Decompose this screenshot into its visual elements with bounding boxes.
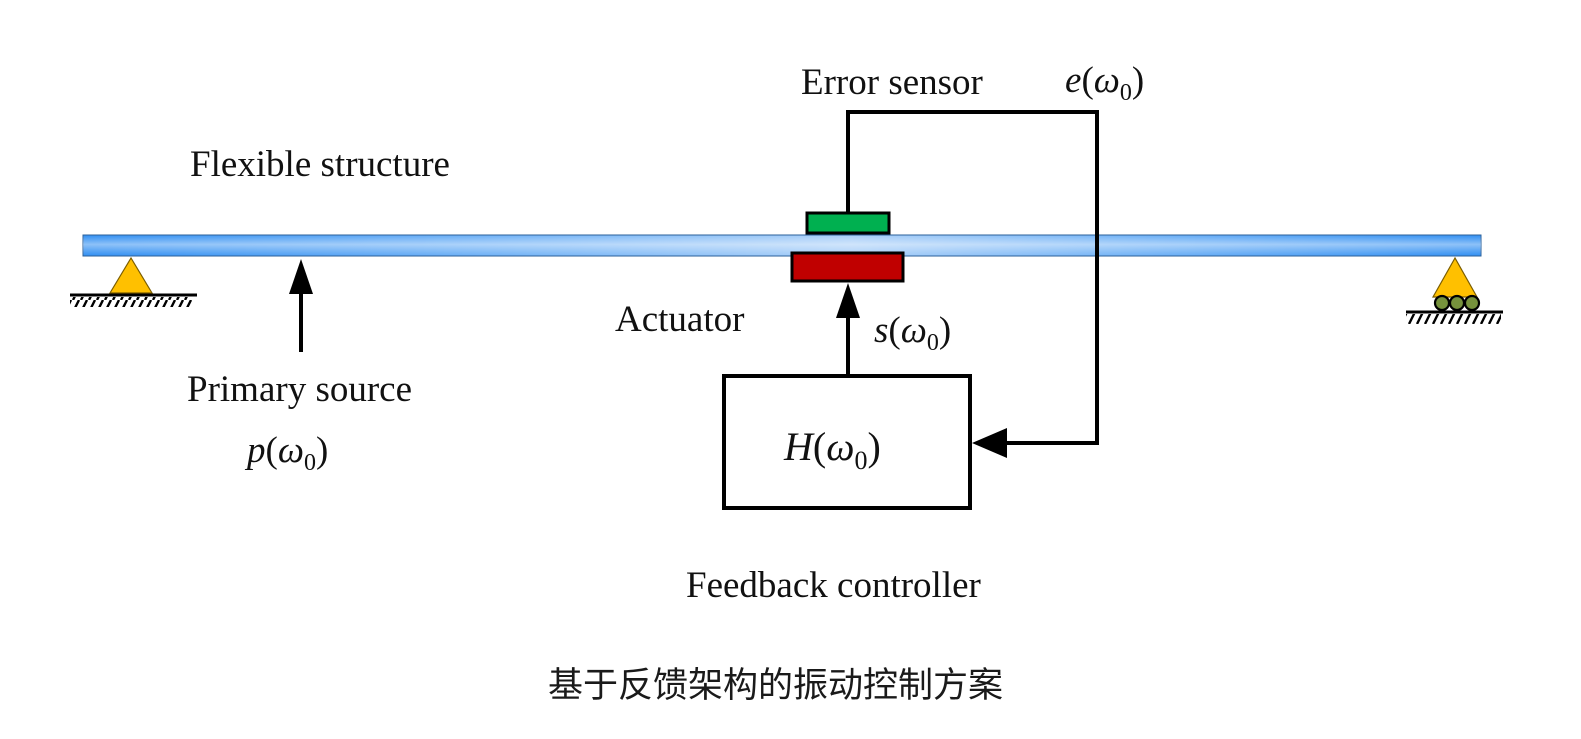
figure-caption: 基于反馈架构的振动控制方案 [548, 666, 1003, 706]
primary-source-arrowhead-icon [289, 259, 313, 294]
actuator-label: Actuator [615, 299, 744, 340]
control-signal-label: s(ω0) [874, 310, 951, 356]
controller-transfer-function: H(ω0) [783, 424, 881, 475]
roller-support-icon [1406, 256, 1503, 324]
error-sensor-block [805, 211, 891, 235]
primary-source-label: Primary source [187, 369, 412, 410]
flexible-structure-label: Flexible structure [190, 144, 450, 185]
pinned-support-icon [70, 256, 197, 307]
flexible-beam [82, 234, 1482, 257]
feedback-controller-label: Feedback controller [686, 565, 981, 606]
primary-signal-label: p(ω0) [244, 430, 328, 476]
feedback-wire [846, 110, 1099, 445]
error-signal-label: e(ω0) [1065, 60, 1144, 106]
feedback-controller-block [722, 374, 972, 510]
feedback-arrowhead-icon [972, 428, 1007, 458]
error-sensor-label: Error sensor [801, 62, 983, 103]
actuator-block [790, 251, 905, 283]
control-arrowhead-icon [836, 283, 860, 318]
